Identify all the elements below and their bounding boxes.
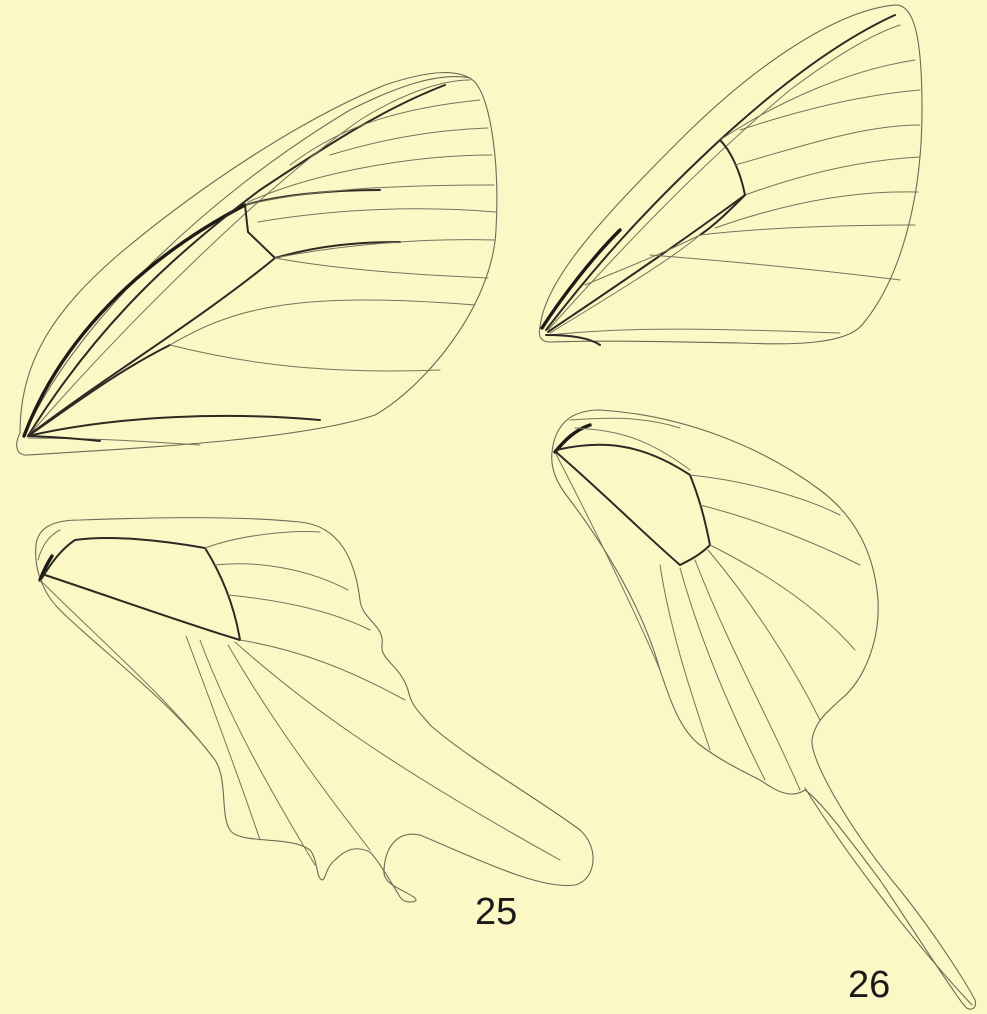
- figure-25-forewing: [17, 73, 497, 456]
- figure-26-forewing: [539, 5, 922, 345]
- figure-label-26: 26: [848, 966, 890, 1004]
- figure-25-hindwing: [36, 518, 593, 902]
- figure-label-25: 25: [475, 893, 517, 931]
- figure-26-hindwing: [552, 410, 976, 1009]
